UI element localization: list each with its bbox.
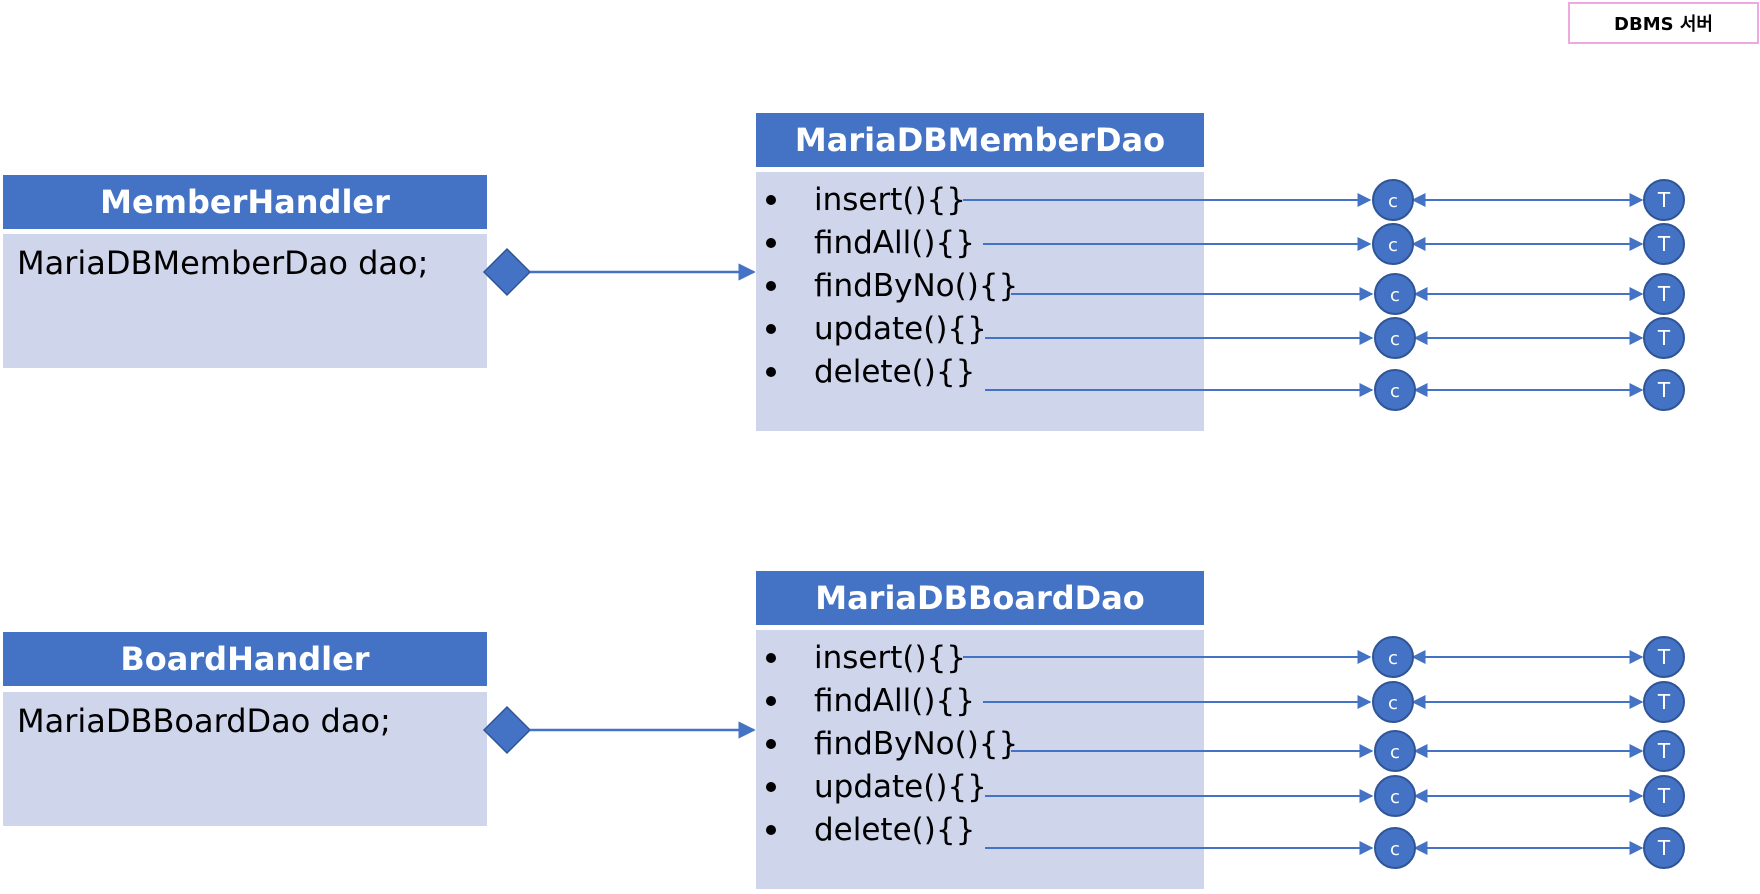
member-aggregation-diamond-icon xyxy=(482,247,532,297)
member-dao-header: MariaDBMemberDao xyxy=(756,113,1204,167)
thread-icon: T xyxy=(1643,317,1685,359)
bullet-icon xyxy=(766,238,776,248)
bullet-icon xyxy=(766,782,776,792)
thread-icon: T xyxy=(1643,223,1685,265)
svg-text:T: T xyxy=(1657,232,1671,256)
board-aggregation-diamond-icon xyxy=(482,705,532,755)
connection-icon: c xyxy=(1372,179,1414,221)
connection-icon: c xyxy=(1374,730,1416,772)
board-connection-rows: c T c T c T c T c T xyxy=(963,636,1685,869)
svg-text:c: c xyxy=(1390,787,1400,808)
svg-text:T: T xyxy=(1657,690,1671,714)
svg-text:T: T xyxy=(1657,282,1671,306)
dbms-server-label: DBMS 서버 xyxy=(1568,2,1759,44)
svg-text:c: c xyxy=(1390,329,1400,350)
svg-text:T: T xyxy=(1657,784,1671,808)
bullet-icon xyxy=(766,653,776,663)
bullet-icon xyxy=(766,324,776,334)
svg-text:c: c xyxy=(1390,381,1400,402)
bullet-icon xyxy=(766,825,776,835)
member-handler-body: MariaDBMemberDao dao; xyxy=(3,234,487,368)
connection-icon: c xyxy=(1374,273,1416,315)
thread-icon: T xyxy=(1643,273,1685,315)
member-handler-header: MemberHandler xyxy=(3,175,487,229)
board-handler-body: MariaDBBoardDao dao; xyxy=(3,692,487,826)
board-dao-body: insert(){} findAll(){} findByNo(){} upda… xyxy=(756,630,1204,889)
board-dao-header: MariaDBBoardDao xyxy=(756,571,1204,625)
member-dao-body: insert(){} findAll(){} findByNo(){} upda… xyxy=(756,172,1204,431)
bullet-icon xyxy=(766,696,776,706)
thread-icon: T xyxy=(1643,636,1685,678)
svg-text:c: c xyxy=(1390,839,1400,860)
svg-text:c: c xyxy=(1388,693,1398,714)
connection-icon: c xyxy=(1374,827,1416,869)
svg-text:T: T xyxy=(1657,836,1671,860)
thread-icon: T xyxy=(1643,827,1685,869)
connection-icon: c xyxy=(1372,636,1414,678)
svg-text:c: c xyxy=(1390,285,1400,306)
thread-icon: T xyxy=(1643,179,1685,221)
bullet-icon xyxy=(766,739,776,749)
board-handler-header: BoardHandler xyxy=(3,632,487,686)
board-handler-field: MariaDBBoardDao dao; xyxy=(17,702,391,740)
member-handler-title: MemberHandler xyxy=(100,183,390,221)
svg-text:c: c xyxy=(1390,742,1400,763)
connection-icon: c xyxy=(1372,223,1414,265)
bullet-icon xyxy=(766,367,776,377)
svg-text:c: c xyxy=(1388,648,1398,669)
svg-text:T: T xyxy=(1657,378,1671,402)
connection-icon: c xyxy=(1374,369,1416,411)
dbms-server-text: DBMS 서버 xyxy=(1614,14,1713,35)
connection-icon: c xyxy=(1374,317,1416,359)
connection-icon: c xyxy=(1372,681,1414,723)
board-dao-title: MariaDBBoardDao xyxy=(815,579,1145,617)
thread-icon: T xyxy=(1643,730,1685,772)
svg-text:T: T xyxy=(1657,645,1671,669)
svg-text:c: c xyxy=(1388,235,1398,256)
member-handler-field: MariaDBMemberDao dao; xyxy=(17,244,429,282)
thread-icon: T xyxy=(1643,369,1685,411)
connection-icon: c xyxy=(1374,775,1416,817)
thread-icon: T xyxy=(1643,775,1685,817)
thread-icon: T xyxy=(1643,681,1685,723)
member-dao-title: MariaDBMemberDao xyxy=(794,121,1166,159)
svg-text:T: T xyxy=(1657,188,1671,212)
board-handler-title: BoardHandler xyxy=(120,640,370,678)
member-connection-rows: c T c T c T c T c T xyxy=(963,179,1685,411)
bullet-icon xyxy=(766,195,776,205)
svg-text:T: T xyxy=(1657,326,1671,350)
bullet-icon xyxy=(766,281,776,291)
svg-text:c: c xyxy=(1388,191,1398,212)
svg-text:T: T xyxy=(1657,739,1671,763)
